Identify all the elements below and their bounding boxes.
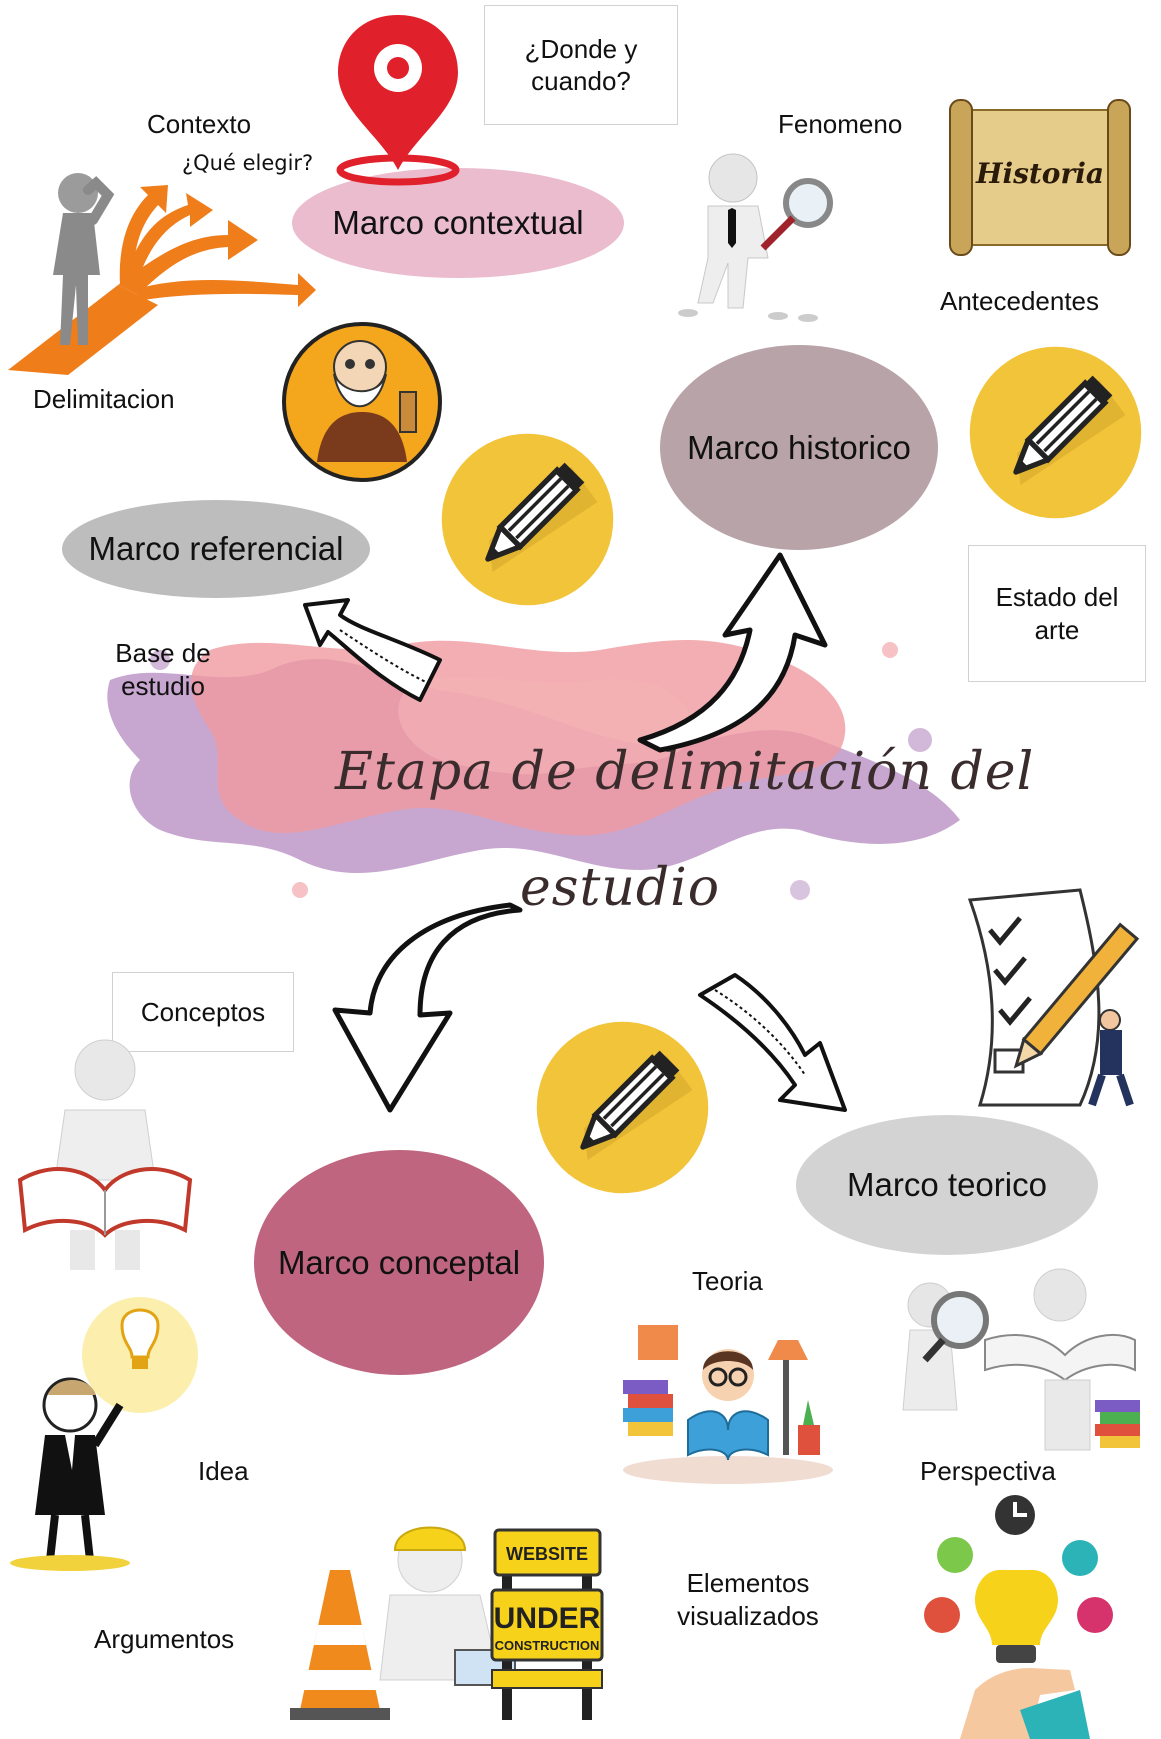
- node-marco-conceptal-label: Marco conceptal: [277, 1243, 521, 1281]
- watercolor-splash: [107, 640, 960, 900]
- donde-cuando-box: ¿Donde y cuando?: [484, 5, 678, 125]
- investigator-magnifier-icon: [678, 153, 833, 322]
- node-marco-referencial-label: Marco referencial: [88, 530, 344, 567]
- thinking-person-icon: [8, 173, 316, 375]
- old-man-portrait-icon: [282, 322, 442, 482]
- que-elegir-label: ¿Qué elegir?: [182, 151, 314, 175]
- website-sign-text: WEBSITE: [506, 1544, 588, 1564]
- node-marco-historico: Marco historico: [660, 345, 938, 550]
- contexto-label: Contexto: [147, 109, 252, 139]
- construction-sign-text: CONSTRUCTION: [495, 1638, 600, 1653]
- arrow-to-historico: [637, 552, 828, 753]
- historia-word: Historia: [975, 157, 1104, 190]
- node-marco-teorico: Marco teorico: [796, 1115, 1098, 1255]
- under-sign-text: UNDER: [494, 1602, 601, 1635]
- perspective-lightbulb-hand-icon: [924, 1495, 1113, 1739]
- estado-arte-box: Estado del arte: [968, 545, 1146, 682]
- antecedentes-label: Antecedentes: [940, 286, 1100, 316]
- idea-man-lightbulb-icon: [10, 1297, 198, 1571]
- arrow-to-teorico: [698, 973, 847, 1112]
- node-marco-referencial: Marco referencial: [62, 500, 370, 598]
- perspectiva-label: Perspectiva: [920, 1456, 1056, 1486]
- pencil-icon: [536, 1021, 709, 1194]
- node-marco-conceptal: Marco conceptal: [254, 1150, 544, 1375]
- node-marco-historico-label: Marco historico: [687, 428, 911, 466]
- arrow-to-conceptal: [332, 902, 523, 1113]
- estado-arte-text: Estado del arte: [995, 582, 1119, 645]
- donde-cuando-text: ¿Donde y cuando?: [524, 33, 638, 97]
- elementos-label: Elementos visualizados: [677, 1568, 819, 1631]
- base-estudio-label: Base de estudio: [115, 638, 211, 701]
- fenomeno-label: Fenomeno: [778, 109, 903, 139]
- child-reading-icon: [623, 1325, 833, 1484]
- pencil-icon: [969, 346, 1142, 519]
- reader-book-icon: [17, 1039, 193, 1270]
- arrow-to-referencial: [303, 598, 442, 702]
- checklist-pencil-icon: [967, 888, 1140, 1107]
- pencil-icon: [441, 433, 614, 606]
- idea-label: Idea: [198, 1456, 249, 1486]
- map-pin-icon: [336, 15, 460, 186]
- conceptos-box: Conceptos: [112, 972, 294, 1052]
- teoria-label: Teoria: [692, 1266, 763, 1296]
- main-title-line1: Etapa de delimitación del: [335, 742, 1035, 802]
- node-marco-teorico-label: Marco teorico: [847, 1166, 1047, 1203]
- conceptos-text: Conceptos: [140, 996, 266, 1027]
- under-construction-icon: WEBSITE UNDER CONSTRUCTION: [290, 1526, 604, 1720]
- figures-research-icon: [902, 1268, 1140, 1451]
- delimitacion-label: Delimitacion: [33, 384, 175, 414]
- argumentos-label: Argumentos: [94, 1624, 235, 1654]
- history-scroll-icon: Historia: [949, 99, 1131, 256]
- main-title-line2: estudio: [520, 858, 721, 918]
- node-marco-contextual-label: Marco contextual: [332, 204, 584, 241]
- node-marco-contextual: Marco contextual: [292, 168, 624, 278]
